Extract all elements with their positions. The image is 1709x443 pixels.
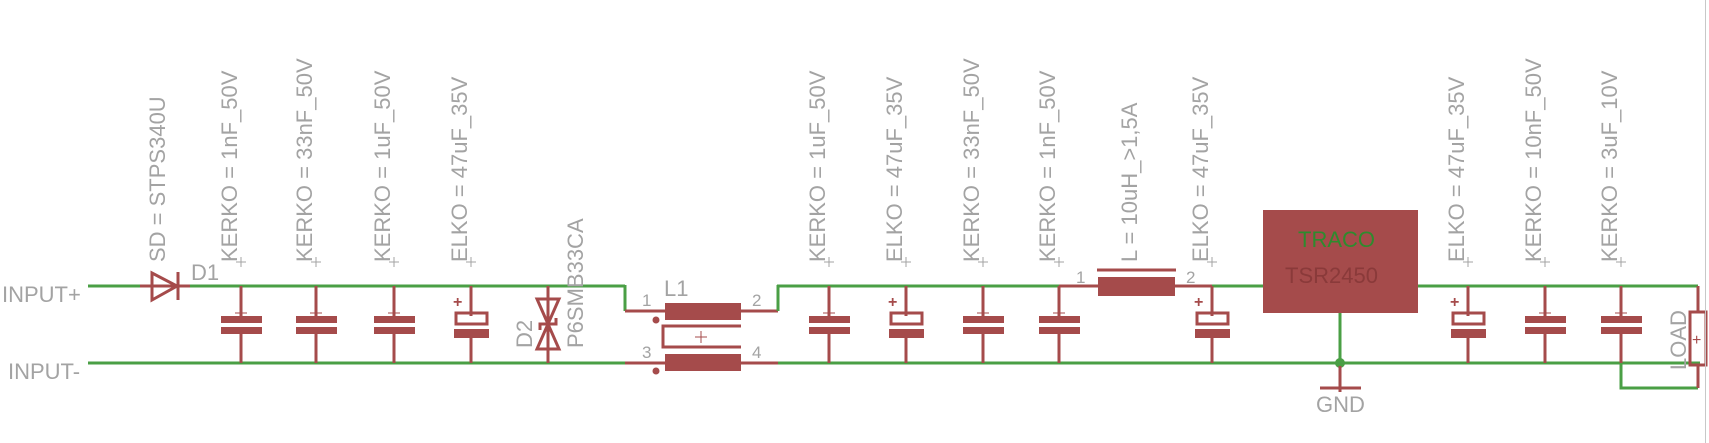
gnd-label: GND bbox=[1316, 392, 1365, 417]
capacitor-value-label: KERKO = 1nF_50V bbox=[1035, 70, 1060, 262]
inductor-pin1-label: 1 bbox=[1076, 268, 1085, 287]
capacitor-value-label: KERKO = 33nF_50V bbox=[959, 58, 984, 262]
capacitor-value-label: KERKO = 1uF_50V bbox=[805, 70, 830, 262]
ceramic-capacitor[interactable] bbox=[1039, 286, 1080, 363]
inductor-pin2-label: 2 bbox=[1186, 268, 1195, 287]
capacitor-value-label: KERKO = 1uF_50V bbox=[370, 70, 395, 262]
capacitor-value-label: ELKO = 47uF_35V bbox=[1188, 76, 1213, 262]
ceramic-capacitor[interactable] bbox=[1525, 286, 1566, 363]
electrolytic-capacitor[interactable]: + bbox=[888, 286, 924, 363]
ceramic-capacitor[interactable] bbox=[1601, 286, 1642, 363]
regulator-traco[interactable]: TRACO TSR2450 bbox=[1263, 210, 1418, 313]
ceramic-capacitor[interactable] bbox=[221, 286, 262, 363]
ceramic-capacitor[interactable] bbox=[374, 286, 415, 363]
capacitor-value-label: ELKO = 47uF_35V bbox=[447, 76, 472, 262]
d1-value-label: SD = STPS340U bbox=[145, 96, 170, 262]
wire-net-positive-right bbox=[1338, 284, 1698, 363]
ceramic-capacitor[interactable] bbox=[809, 286, 850, 363]
wire-net-positive-mid bbox=[776, 284, 1263, 311]
polarity-plus-mark: + bbox=[453, 294, 462, 311]
diode-d1[interactable] bbox=[140, 270, 190, 303]
ceramic-capacitor[interactable] bbox=[963, 286, 1004, 363]
l1-pin3-label: 3 bbox=[642, 343, 651, 362]
polarity-plus-mark: + bbox=[1194, 294, 1203, 311]
polarity-plus-mark: + bbox=[888, 294, 897, 311]
capacitor-value-label: KERKO = 10nF_50V bbox=[1521, 58, 1546, 262]
polarity-plus-mark: + bbox=[1450, 294, 1459, 311]
ceramic-capacitor[interactable] bbox=[296, 286, 337, 363]
l1-pin1-label: 1 bbox=[642, 291, 651, 310]
load-resistor[interactable]: + bbox=[1688, 286, 1708, 388]
capacitor-value-label: KERKO = 3uF_10V bbox=[1597, 70, 1622, 262]
capacitor-value-label: KERKO = 33nF_50V bbox=[292, 58, 317, 262]
canvas-border bbox=[1705, 0, 1706, 443]
wire-net-load-return bbox=[1619, 363, 1698, 390]
load-label: LOAD bbox=[1666, 310, 1691, 370]
l1-name-label: L1 bbox=[664, 276, 688, 301]
electrolytic-capacitor[interactable]: + bbox=[1450, 286, 1486, 363]
inductor-l[interactable] bbox=[1059, 268, 1212, 296]
input-minus-label: INPUT- bbox=[8, 359, 80, 384]
electrolytic-capacitor[interactable]: + bbox=[1194, 286, 1230, 363]
ground-symbol bbox=[1320, 358, 1361, 392]
inductor-value-label: L = 10uH_>1,5A bbox=[1117, 102, 1142, 262]
l1-pin4-label: 4 bbox=[752, 343, 761, 362]
l1-pin2-label: 2 bbox=[752, 291, 761, 310]
d1-name-label: D1 bbox=[191, 260, 219, 285]
capacitor-value-label: ELKO = 47uF_35V bbox=[882, 76, 907, 262]
regulator-brand-label: TRACO bbox=[1298, 227, 1375, 252]
d2-value-label: P6SMB33CA bbox=[563, 218, 588, 348]
electrolytic-capacitor[interactable]: + bbox=[453, 286, 489, 363]
common-mode-choke-l1[interactable] bbox=[625, 303, 778, 375]
capacitor-value-label: KERKO = 1nF_50V bbox=[217, 70, 242, 262]
d2-name-label: D2 bbox=[512, 320, 537, 348]
regulator-part-label: TSR2450 bbox=[1285, 263, 1378, 288]
input-plus-label: INPUT+ bbox=[2, 282, 81, 307]
wire-net-positive-left bbox=[88, 284, 627, 311]
capacitor-value-label: ELKO = 47uF_35V bbox=[1444, 76, 1469, 262]
tvs-diode-d2[interactable] bbox=[534, 286, 562, 363]
load-mark: + bbox=[1692, 332, 1701, 349]
